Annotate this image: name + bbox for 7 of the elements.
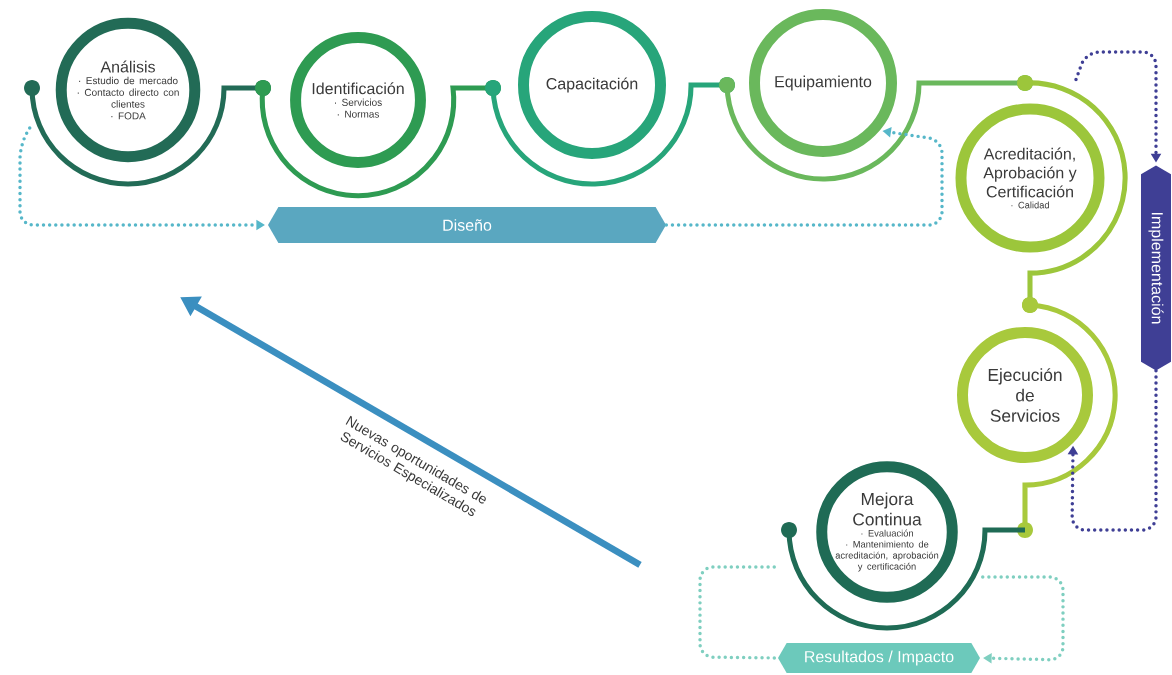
- connector-line: [1017, 297, 1118, 538]
- stage-banner: Diseño: [268, 207, 666, 243]
- dotted-arrow: [981, 575, 1065, 664]
- stage-banner: Implementación: [1141, 165, 1171, 371]
- dotted-arrow: [664, 127, 944, 227]
- stage-banner: Resultados / Impacto: [778, 643, 980, 673]
- dotted-arrow: [1067, 369, 1158, 532]
